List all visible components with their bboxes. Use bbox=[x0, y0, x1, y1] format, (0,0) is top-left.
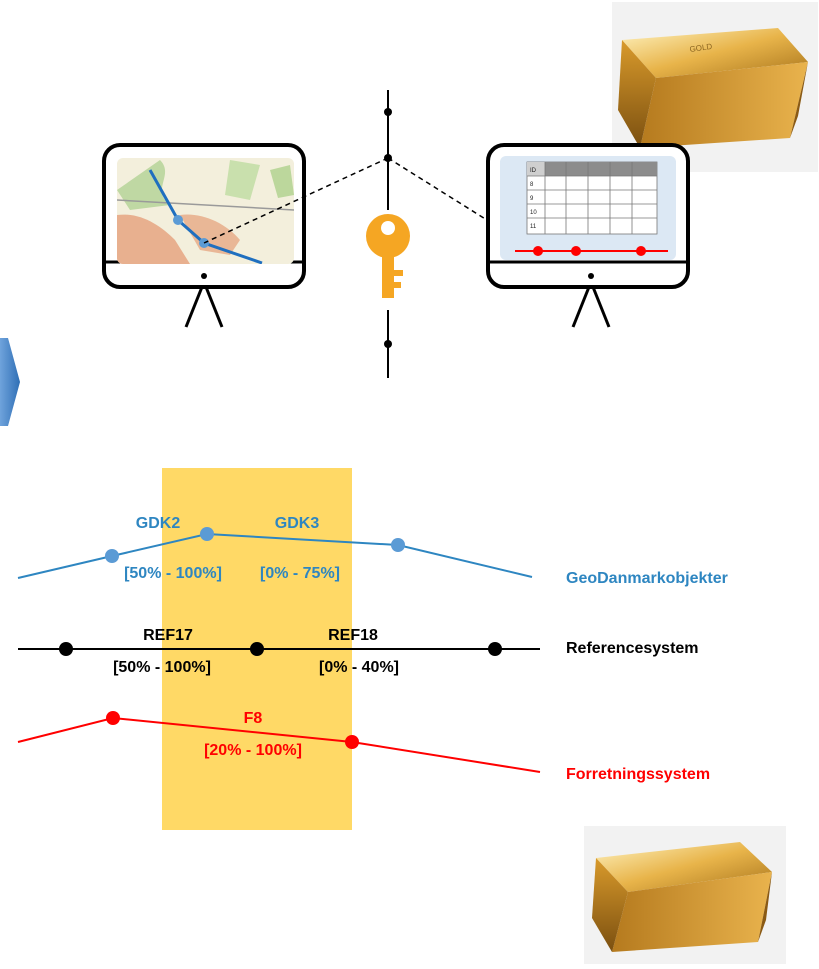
table-header-id: ID bbox=[530, 168, 537, 174]
table-row-id: 11 bbox=[530, 224, 537, 230]
business-point bbox=[106, 711, 120, 725]
chevron-right-icon bbox=[0, 338, 20, 426]
reference-point bbox=[250, 642, 264, 656]
business-line-mini bbox=[515, 246, 668, 256]
segment-label-ref17: REF17 bbox=[143, 627, 193, 644]
segment-label-gdk2: GDK2 bbox=[136, 515, 181, 532]
gold-bar-icon bbox=[584, 826, 786, 964]
business-line bbox=[17, 716, 541, 773]
segment-range-gdk2: [50% - 100%] bbox=[124, 565, 222, 582]
segment-range-gdk3: [0% - 75%] bbox=[260, 565, 340, 582]
system-label-business: Forretningssystem bbox=[566, 766, 710, 783]
map-point bbox=[173, 215, 183, 225]
system-label-reference: Referencesystem bbox=[566, 640, 699, 657]
segment-label-gdk3: GDK3 bbox=[275, 515, 320, 532]
reference-point bbox=[59, 642, 73, 656]
table-icon: ID 8 9 10 11 bbox=[526, 161, 658, 235]
segment-range-ref18: [0% - 40%] bbox=[319, 659, 399, 676]
reference-point bbox=[488, 642, 502, 656]
geodanmark-point bbox=[105, 549, 119, 563]
key-icon bbox=[366, 214, 410, 298]
svg-text:GOLD: GOLD bbox=[689, 42, 713, 54]
system-label-geodanmark: GeoDanmarkobjekter bbox=[566, 570, 728, 587]
table-row-id: 9 bbox=[530, 196, 534, 202]
dashed-link-left bbox=[203, 157, 389, 244]
map-icon bbox=[117, 158, 294, 264]
table-row-id: 8 bbox=[530, 182, 534, 188]
business-point bbox=[345, 735, 359, 749]
geodanmark-point bbox=[391, 538, 405, 552]
geodanmark-point bbox=[200, 527, 214, 541]
table-row-id: 10 bbox=[530, 210, 537, 216]
segment-range-ref17: [50% - 100%] bbox=[113, 659, 211, 676]
segment-label-f8: F8 bbox=[244, 710, 263, 727]
segment-label-ref18: REF18 bbox=[328, 627, 378, 644]
segment-range-f8: [20% - 100%] bbox=[204, 742, 302, 759]
